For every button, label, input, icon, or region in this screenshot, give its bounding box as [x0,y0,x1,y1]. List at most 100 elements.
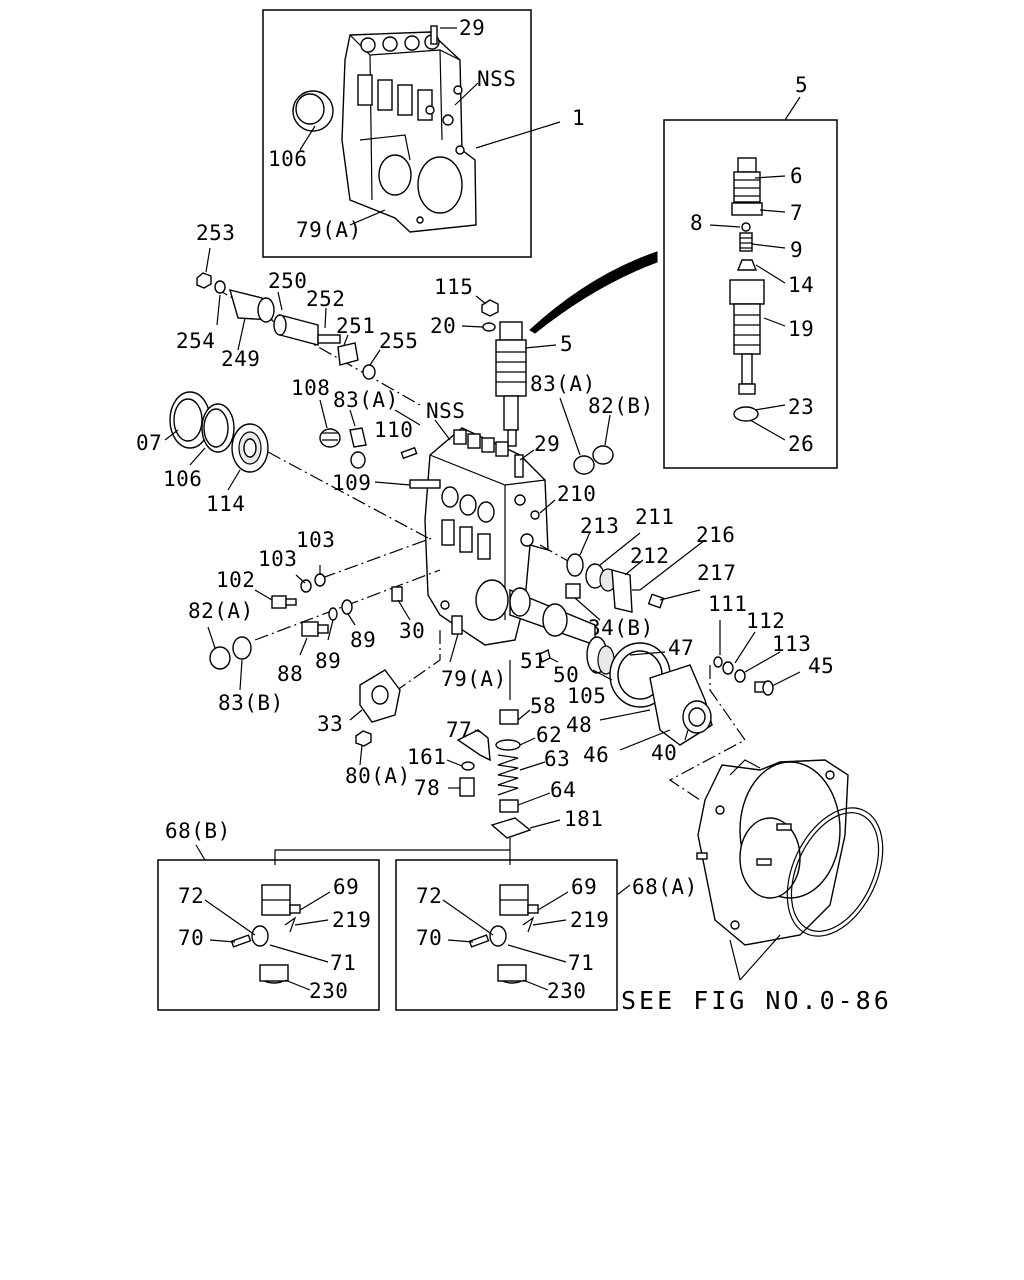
detail-pointer [529,251,658,334]
callout-83a-right: 83(A) [530,372,596,396]
callout-29-top: 29 [459,16,485,40]
callout-78: 78 [414,776,440,800]
callout-80a: 80(A) [345,764,411,788]
callout-1: 1 [572,106,585,130]
callout-51: 51 [520,649,546,673]
callout-83a-mid: 83(A) [333,388,399,412]
callout-64: 64 [550,778,576,802]
camshaft-and-drive: 47 105 48 46 40 [509,587,713,767]
callout-30: 30 [399,619,425,643]
left-fasteners: 103 103 102 82(A) 89 89 88 83(B) [188,528,441,715]
callout-62: 62 [536,723,562,747]
callout-68a: 68(A) [632,875,698,899]
callout-45: 45 [808,654,834,678]
callout-5-inset: 5 [795,73,808,97]
callout-23: 23 [788,395,814,419]
callout-251: 251 [336,314,375,338]
callout-181: 181 [564,807,603,831]
upper-misc-parts: 108 83(A) NSS 110 83(A) 82(B) 29 109 210 [291,372,654,514]
callout-9: 9 [790,238,803,262]
callout-249: 249 [221,347,260,371]
callout-69-right: 69 [571,875,597,899]
callout-47: 47 [668,636,694,660]
callout-7: 7 [790,201,803,225]
middle-parts: 30 34(B) 79(A) 51 50 [389,583,653,696]
callout-nss-main: NSS [426,399,465,423]
callout-109: 109 [332,471,371,495]
pump-housing-illustration-top [341,31,477,233]
see-figure-note: SEE FIG NO.0-86 [621,986,892,1015]
ring-106-top [292,90,334,132]
valve-parts [729,157,765,422]
housing-inset: 29 NSS 1 106 79(A) [262,9,585,258]
callout-110: 110 [374,418,413,442]
callout-112: 112 [746,609,785,633]
callout-89-upper: 89 [350,628,376,652]
callout-115: 115 [434,275,473,299]
callout-103-right: 103 [296,528,335,552]
callout-219-right: 219 [570,908,609,932]
gear-case-cover [696,759,884,981]
callout-26: 26 [788,432,814,456]
callout-79a-main: 79(A) [441,667,507,691]
tappet-stack: 58 77 62 161 63 78 64 181 [407,660,603,839]
stud-29-top [430,25,438,45]
callout-33: 33 [317,712,343,736]
callout-82b: 82(B) [588,394,654,418]
callout-217: 217 [697,561,736,585]
delivery-valve-inset: 5 6 7 8 9 14 [529,73,838,469]
callout-250: 250 [268,269,307,293]
callout-82a: 82(A) [188,599,254,623]
callout-211: 211 [635,505,674,529]
callout-48: 48 [566,713,592,737]
callout-77: 77 [446,718,472,742]
cover-plate: 33 80(A) [317,669,411,788]
callout-210: 210 [557,482,596,506]
callout-213: 213 [580,514,619,538]
flange-bolts: 111 112 113 45 [668,592,834,801]
callout-nss-top: NSS [477,67,516,91]
callout-106-top: 106 [268,147,307,171]
callout-255: 255 [379,329,418,353]
callout-254: 254 [176,329,215,353]
callout-72-left: 72 [178,884,204,908]
callout-72-right: 72 [416,884,442,908]
callout-19: 19 [788,317,814,341]
delivery-holder: 115 20 5 [430,275,573,447]
callout-70-left: 70 [178,926,204,950]
timer-assembly: 253 250 252 251 255 254 249 [176,221,421,406]
callout-83b: 83(B) [218,691,284,715]
roller-tappet-kits: 68(B) 72 69 219 70 71 230 [157,819,698,1011]
callout-69-left: 69 [333,875,359,899]
callout-111: 111 [708,592,747,616]
callout-103-left: 103 [258,547,297,571]
callout-105: 105 [567,684,606,708]
callout-50: 50 [553,663,579,687]
callout-6: 6 [790,164,803,188]
callout-230-left: 230 [309,979,348,1003]
callout-106-mid: 106 [163,467,202,491]
callout-114: 114 [206,492,245,516]
shaft-seal-parts: 213 211 216 212 217 [539,505,736,613]
callout-71-left: 71 [330,951,356,975]
callout-71-right: 71 [568,951,594,975]
callout-252: 252 [306,287,345,311]
callout-20: 20 [430,314,456,338]
callout-68b: 68(B) [165,819,231,843]
callout-212: 212 [630,544,669,568]
callout-46: 46 [583,743,609,767]
callout-88: 88 [277,662,303,686]
bearing-stack: 07 106 114 [136,391,429,539]
callout-102: 102 [216,568,255,592]
callout-79a-top: 79(A) [296,218,362,242]
callout-14: 14 [788,273,814,297]
callout-07: 07 [136,431,162,455]
callout-113: 113 [772,632,811,656]
callout-253: 253 [196,221,235,245]
callout-58: 58 [530,694,556,718]
callout-8: 8 [690,211,703,235]
callout-63: 63 [544,747,570,771]
callout-230-right: 230 [547,979,586,1003]
callout-216: 216 [696,523,735,547]
